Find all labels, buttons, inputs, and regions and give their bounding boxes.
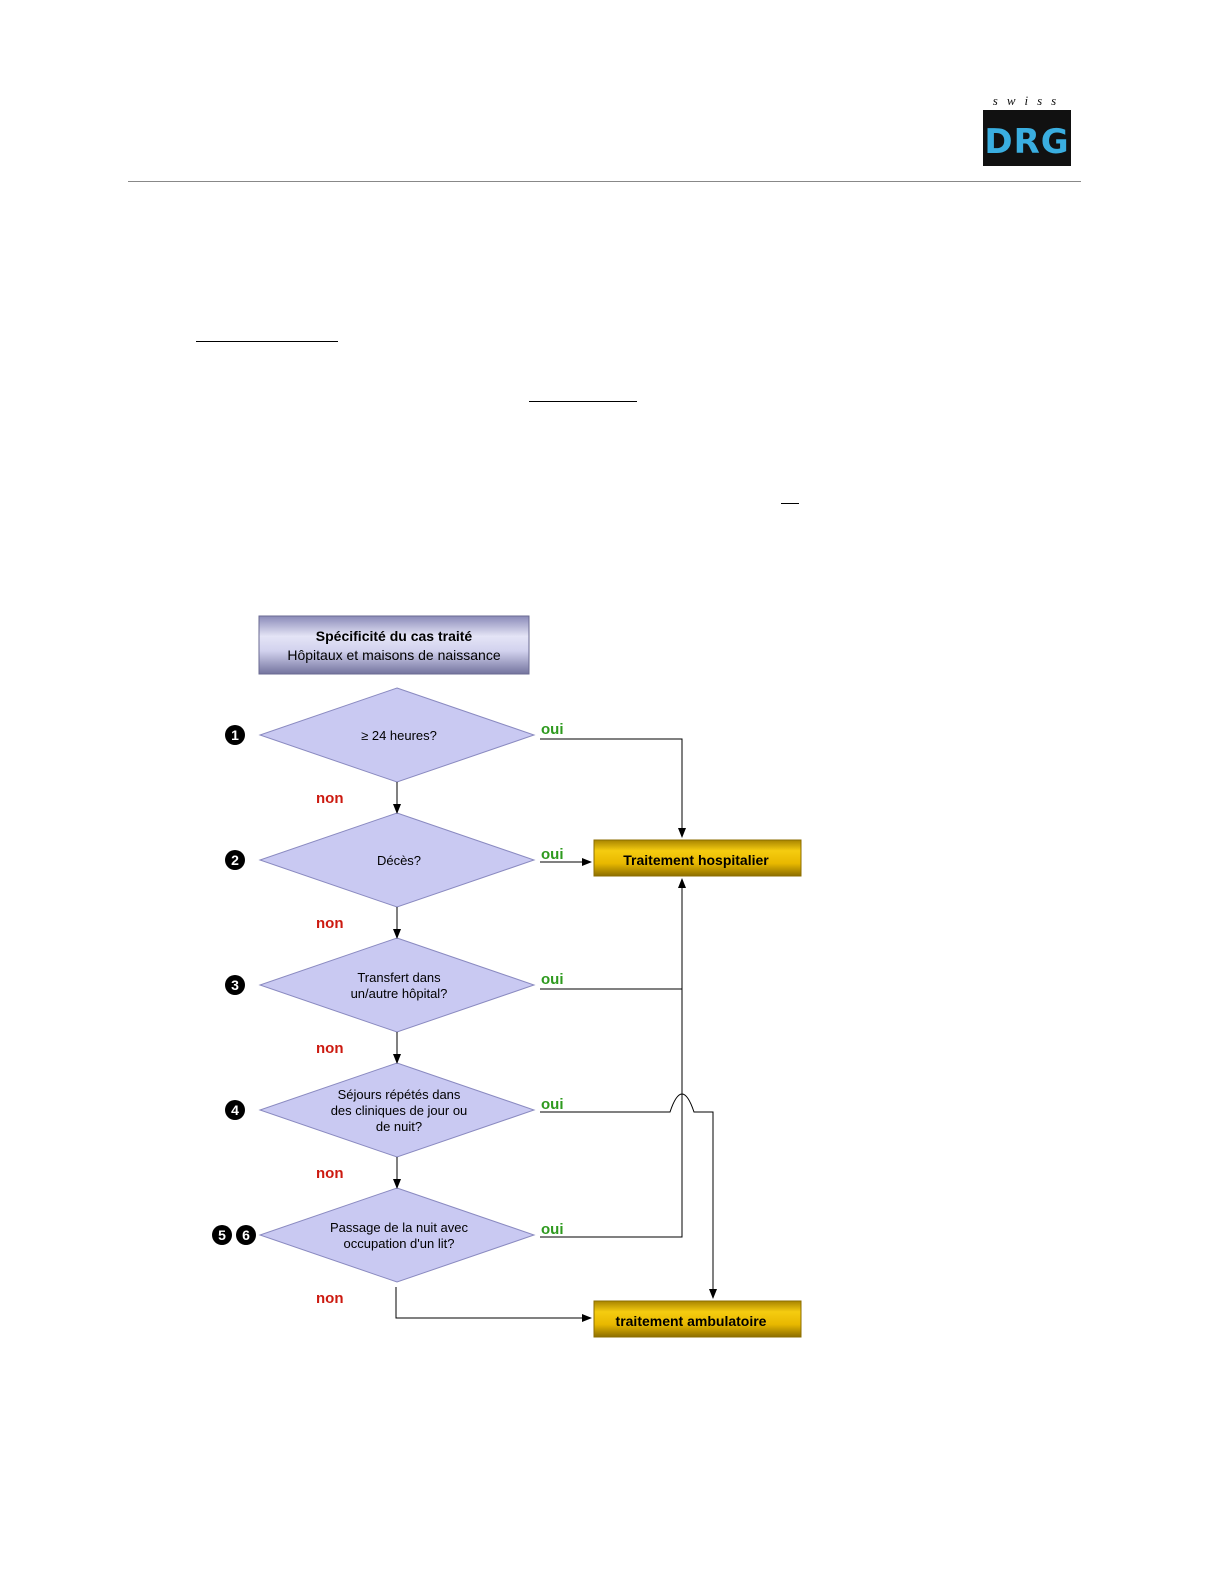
step-number-badge <box>212 1225 232 1245</box>
decision-question-line: occupation d'un lit? <box>344 1236 455 1251</box>
branch-no-label: non <box>316 1040 344 1057</box>
outcome-outpatient-box <box>593 1300 802 1338</box>
branch-no-label: non <box>316 1165 344 1182</box>
logo-swiss-text: swiss <box>983 94 1071 110</box>
decision-question-line: de nuit? <box>376 1119 422 1134</box>
step-number: 4 <box>231 1102 239 1118</box>
connector-oui-1 <box>540 738 686 838</box>
decision-question-line: un/autre hôpital? <box>351 986 448 1001</box>
underline-mark <box>781 503 799 504</box>
flow-header-title: Spécificité du cas traité <box>316 628 473 644</box>
step-number: 1 <box>231 727 239 743</box>
decision-question-line: Séjours répétés dans <box>338 1087 461 1102</box>
connector-oui-5 <box>540 878 686 1238</box>
branch-yes-label: oui <box>541 1221 564 1238</box>
flow-header-subtitle: Hôpitaux et maisons de naissance <box>287 647 500 663</box>
step-number-badge <box>225 1100 245 1120</box>
step-number: 6 <box>242 1227 250 1243</box>
step-number-badge <box>225 850 245 870</box>
step-number-badge <box>236 1225 256 1245</box>
swissdrg-logo: swiss DRG <box>983 94 1071 166</box>
step-number: 3 <box>231 977 239 993</box>
decision-question-line: Passage de la nuit avec <box>330 1220 469 1235</box>
outcome-outpatient-label: traitement ambulatoire <box>616 1313 767 1329</box>
decision-diamond <box>258 937 536 1033</box>
header-divider <box>128 181 1081 182</box>
outcome-inpatient-label: Traitement hospitalier <box>623 852 769 868</box>
decision-diamond <box>258 1187 536 1283</box>
underline-mark <box>196 341 338 342</box>
decision-question-line: des cliniques de jour ou <box>331 1103 468 1118</box>
branch-no-label: non <box>316 1290 344 1307</box>
branch-yes-label: oui <box>541 846 564 863</box>
branch-yes-label: oui <box>541 721 564 738</box>
decision-question-line: Décès? <box>377 853 421 868</box>
branch-no-label: non <box>316 915 344 932</box>
step-number-badge <box>225 725 245 745</box>
outcome-inpatient-box <box>593 839 802 877</box>
underline-mark <box>529 401 637 402</box>
connector-oui-4 <box>540 1093 717 1299</box>
flow-header-box <box>258 615 530 675</box>
branch-yes-label: oui <box>541 971 564 988</box>
step-number: 5 <box>218 1227 226 1243</box>
step-number-badge <box>225 975 245 995</box>
branch-yes-label: oui <box>541 1096 564 1113</box>
decision-question-line: ≥ 24 heures? <box>361 728 437 743</box>
decision-question-line: Transfert dans <box>357 970 441 985</box>
branch-no-label: non <box>316 790 344 807</box>
step-number: 2 <box>231 852 239 868</box>
logo-drg-text: DRG <box>984 122 1070 162</box>
connector-non-5 <box>395 1287 592 1322</box>
